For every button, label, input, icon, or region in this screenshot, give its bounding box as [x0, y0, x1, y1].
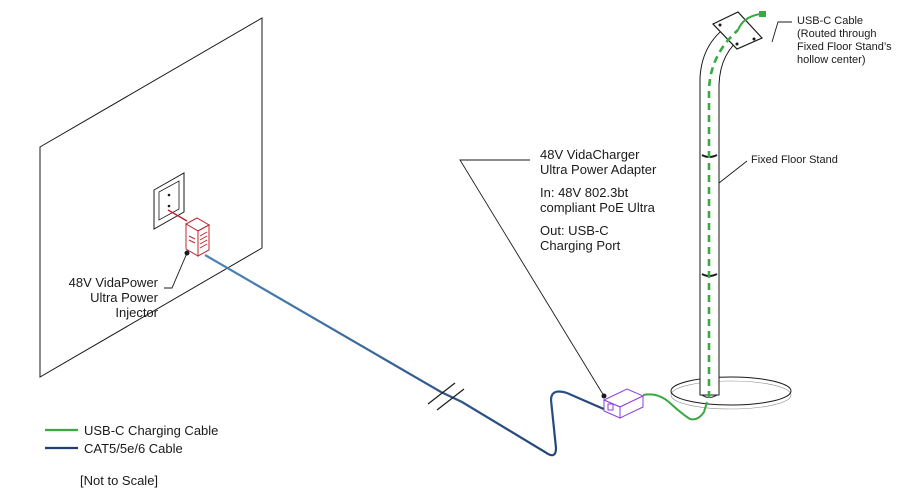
not-to-scale-note: [Not to Scale]	[80, 473, 159, 488]
floor-stand-pole	[699, 21, 745, 398]
usb-cable-leader-line	[771, 21, 792, 43]
usb-cable-internal	[707, 29, 739, 398]
legend-usb-label: USB-C Charging Cable	[84, 423, 219, 438]
usb-cable-floor	[642, 393, 708, 421]
usb-cable-note: USB-C Cable (Routed through Fixed Floor …	[797, 15, 892, 66]
injector-label: 48V VidaPower Ultra Power Injector	[68, 275, 158, 320]
injector-leader-dot	[184, 250, 190, 256]
adapter-leader-line	[459, 159, 605, 397]
cable-break-mark	[427, 382, 465, 411]
legend-cat-label: CAT5/5e/6 Cable	[84, 441, 183, 456]
adapter-label: 48V VidaCharger Ultra Power Adapter In: …	[540, 147, 657, 253]
usb-cable-top	[737, 13, 761, 31]
wall	[39, 17, 263, 378]
adapter-leader-dot	[601, 393, 607, 399]
usb-c-connector-icon	[759, 11, 766, 17]
injector-leader-line	[164, 252, 188, 289]
floor-stand-leader-line	[718, 160, 748, 184]
floor-stand-label: Fixed Floor Stand	[751, 154, 838, 166]
power-injector-icon	[167, 209, 211, 257]
cat-cable	[204, 254, 607, 457]
power-adapter-icon	[602, 388, 645, 419]
